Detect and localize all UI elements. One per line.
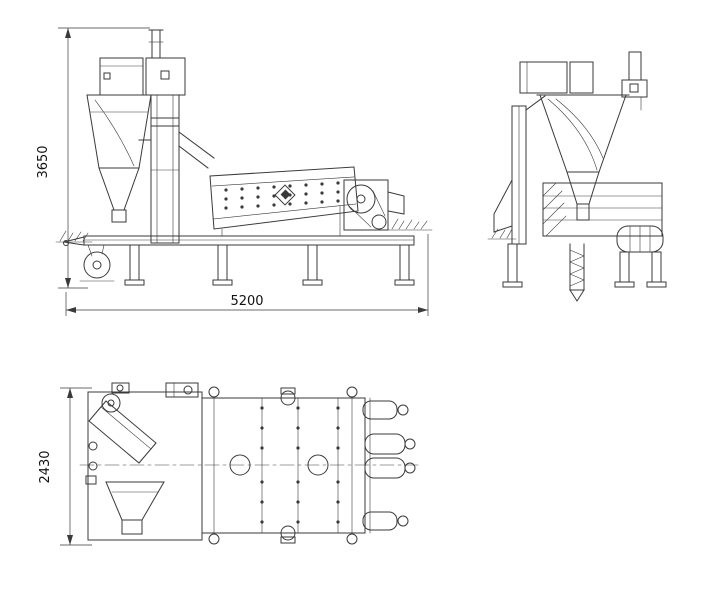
plan-screen-body <box>79 391 419 541</box>
discharge-hatching-right <box>387 218 433 231</box>
air-duct <box>178 131 215 169</box>
fan-drive-unit <box>343 179 405 231</box>
transport-wheel <box>79 244 115 282</box>
plan-left-module <box>87 391 203 541</box>
length-dimension-label: 5200 <box>230 294 263 309</box>
support-legs <box>124 244 415 286</box>
height-dimension-label: 3650 <box>36 145 51 178</box>
front-cyclone <box>536 94 630 221</box>
side-view <box>55 29 433 286</box>
screw-conveyor <box>569 243 585 302</box>
discharge-trough <box>616 225 664 253</box>
width-dimension-label: 2430 <box>38 450 53 483</box>
front-column <box>493 95 546 245</box>
front-screen-body <box>542 182 663 237</box>
width-dimension: 2430 <box>38 387 92 546</box>
height-dimension: 3650 <box>36 27 150 289</box>
inspection-port <box>229 454 251 476</box>
front-ground-hatching <box>487 228 517 240</box>
plan-fan-funnel <box>105 481 165 535</box>
exhaust-pipe <box>148 29 164 59</box>
base-frame <box>63 235 415 246</box>
cyclone-hopper <box>86 94 152 223</box>
plan-cyclone <box>88 393 157 464</box>
elevator-head-boxes <box>99 57 186 96</box>
inspection-port <box>307 454 329 476</box>
length-dimension: 5200 <box>65 234 429 316</box>
plan-outlet-spouts <box>362 397 416 534</box>
front-view <box>487 51 667 302</box>
discharge-hatching-left <box>55 230 93 243</box>
plan-vibration-mounts <box>208 386 358 545</box>
top-plan-view <box>79 382 419 545</box>
elevator-column <box>138 94 180 244</box>
screen-deck <box>209 166 359 237</box>
front-head-boxes <box>519 51 648 111</box>
front-legs <box>502 243 667 288</box>
plan-side-fittings <box>85 382 199 485</box>
